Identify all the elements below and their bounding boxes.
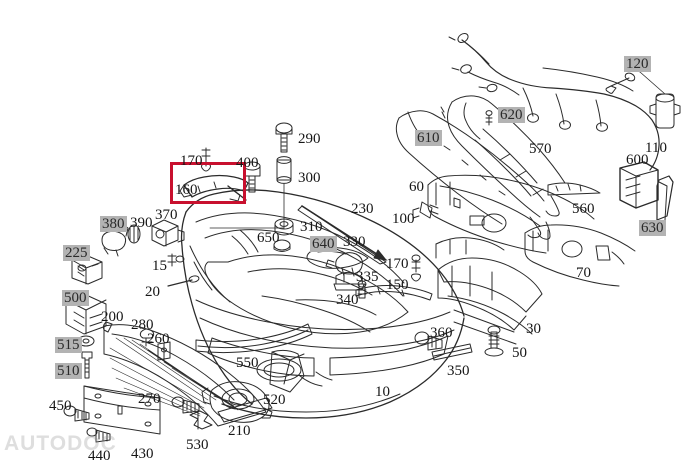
callout-label-60[interactable]: 60 [409, 179, 424, 195]
callout-label-600[interactable]: 600 [626, 152, 649, 168]
screw-450 [63, 405, 90, 422]
callout-label-515[interactable]: 515 [55, 337, 82, 353]
screw-360 [414, 331, 443, 351]
strip-350 [431, 343, 473, 361]
reinforcement-70 [524, 224, 636, 287]
fastener-170-top [201, 147, 211, 172]
callout-label-120[interactable]: 120 [624, 56, 651, 72]
callout-label-30[interactable]: 30 [526, 321, 541, 337]
cover-630 [656, 175, 674, 221]
callout-label-10[interactable]: 10 [375, 384, 390, 400]
cap-650 [273, 239, 291, 252]
wiring-harness-570 [448, 32, 681, 171]
molding-550 [195, 323, 313, 354]
callout-label-270[interactable]: 270 [138, 391, 161, 407]
callout-label-210[interactable]: 210 [228, 423, 251, 439]
impact-bar-60 [427, 174, 595, 254]
callout-label-340[interactable]: 340 [336, 292, 359, 308]
callout-label-610[interactable]: 610 [415, 130, 442, 146]
callout-label-350[interactable]: 350 [447, 363, 470, 379]
callout-label-110[interactable]: 110 [645, 140, 667, 156]
sleeve-300 [209, 156, 292, 229]
callout-label-50[interactable]: 50 [512, 345, 527, 361]
bracket-200 [102, 321, 113, 333]
callout-label-230[interactable]: 230 [351, 201, 374, 217]
callout-label-335[interactable]: 335 [356, 269, 379, 285]
callout-label-400[interactable]: 400 [236, 155, 259, 171]
rod-230 [297, 205, 387, 265]
nut-310 [274, 218, 294, 236]
clip-280 [139, 328, 155, 347]
bolt-290 [275, 122, 293, 153]
callout-label-390[interactable]: 390 [130, 215, 153, 231]
callout-label-520[interactable]: 520 [263, 392, 286, 408]
callout-label-15[interactable]: 15 [152, 258, 167, 274]
callout-label-225[interactable]: 225 [63, 245, 90, 261]
bolt-510 [81, 351, 93, 379]
bumper-cover-10 [180, 189, 465, 419]
callout-label-530[interactable]: 530 [186, 437, 209, 453]
absorber-30 [435, 237, 543, 345]
trim-560 [547, 182, 601, 196]
callout-label-500[interactable]: 500 [62, 290, 89, 306]
fastener-20 [167, 275, 200, 287]
callout-label-170[interactable]: 170 [180, 153, 203, 169]
callout-label-300[interactable]: 300 [298, 170, 321, 186]
callout-label-620[interactable]: 620 [498, 107, 525, 123]
callout-label-650[interactable]: 650 [257, 230, 280, 246]
callout-label-330[interactable]: 330 [343, 234, 366, 250]
callout-label-510[interactable]: 510 [55, 363, 82, 379]
callout-label-160[interactable]: 160 [175, 182, 198, 198]
callout-label-440[interactable]: 440 [88, 448, 111, 464]
callout-label-630[interactable]: 630 [639, 220, 666, 236]
callout-label-100[interactable]: 100 [392, 211, 415, 227]
callout-label-430[interactable]: 430 [131, 446, 154, 462]
screw-440 [86, 427, 111, 443]
trim-strip-620 [440, 95, 566, 218]
callout-label-290[interactable]: 290 [298, 131, 321, 147]
callout-label-640[interactable]: 640 [310, 236, 337, 252]
clip-530 [189, 410, 213, 430]
callout-label-70[interactable]: 70 [576, 265, 591, 281]
fog-lamp-210 [201, 381, 273, 423]
callout-label-450[interactable]: 450 [49, 398, 72, 414]
callout-label-550[interactable]: 550 [236, 355, 259, 371]
corner-520 [269, 349, 305, 393]
callout-label-570[interactable]: 570 [529, 141, 552, 157]
fastener-170-right [411, 254, 421, 282]
callout-label-200[interactable]: 200 [101, 309, 124, 325]
fastener-15 [167, 253, 185, 267]
callout-label-360[interactable]: 360 [430, 325, 453, 341]
callout-label-280[interactable]: 280 [131, 317, 154, 333]
bracket-260 [157, 341, 171, 361]
callout-label-260[interactable]: 260 [147, 331, 170, 347]
callout-label-150[interactable]: 150 [386, 277, 409, 293]
part-370 [151, 219, 185, 247]
clip-335 [325, 252, 363, 283]
callout-label-310[interactable]: 310 [300, 219, 323, 235]
cover-600 [619, 161, 659, 209]
callout-label-20[interactable]: 20 [145, 284, 160, 300]
callout-label-560[interactable]: 560 [572, 201, 595, 217]
rivet-50 [484, 325, 504, 357]
molding-150 [355, 285, 433, 301]
license-bracket-430 [83, 385, 161, 435]
clip-100 [412, 201, 439, 219]
callout-label-370[interactable]: 370 [155, 207, 178, 223]
callout-label-380[interactable]: 380 [100, 216, 127, 232]
part-390 [127, 224, 141, 244]
watermark: AUTODOC [4, 432, 117, 455]
callout-label-170b[interactable]: 170 [386, 256, 409, 272]
